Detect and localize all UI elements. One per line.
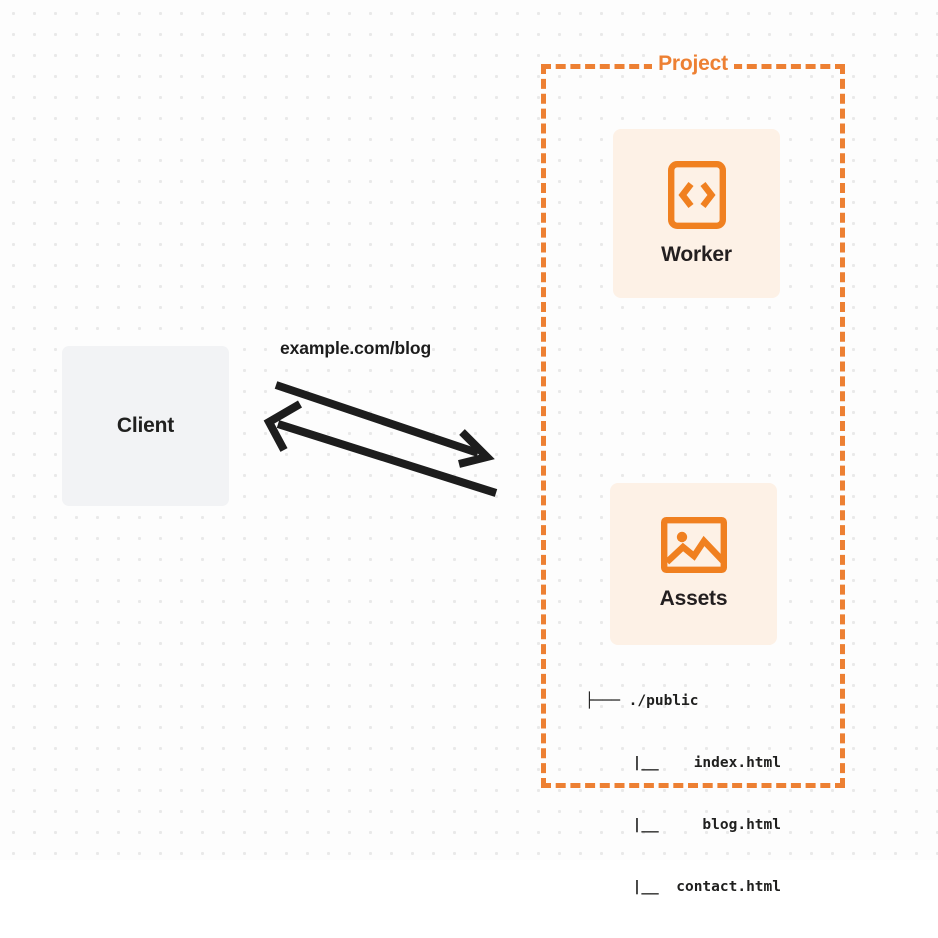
response-arrow xyxy=(263,400,498,497)
project-title-text: Project xyxy=(652,52,734,75)
worker-node: Worker xyxy=(613,129,780,298)
tree-line: |__ index.html xyxy=(632,754,781,771)
connection-label: example.com/blog xyxy=(280,338,432,358)
tree-line: |__ blog.html xyxy=(632,816,781,833)
code-brackets-icon xyxy=(667,160,726,229)
image-icon xyxy=(660,517,727,573)
assets-label: Assets xyxy=(659,587,728,610)
asset-file-tree: ├─── ./public |__ index.html |__ blog.ht… xyxy=(585,650,781,938)
assets-node: Assets xyxy=(610,483,777,645)
project-title: Project xyxy=(541,52,845,76)
diagram-canvas: Client example.com/blog Project Worker xyxy=(0,0,938,895)
client-node: Client xyxy=(62,346,229,506)
request-arrow xyxy=(274,381,495,468)
tree-line: ├─── ./public xyxy=(585,693,699,710)
worker-label: Worker xyxy=(661,242,732,266)
tree-line: |__ contact.html xyxy=(632,878,781,895)
client-label: Client xyxy=(116,414,175,437)
